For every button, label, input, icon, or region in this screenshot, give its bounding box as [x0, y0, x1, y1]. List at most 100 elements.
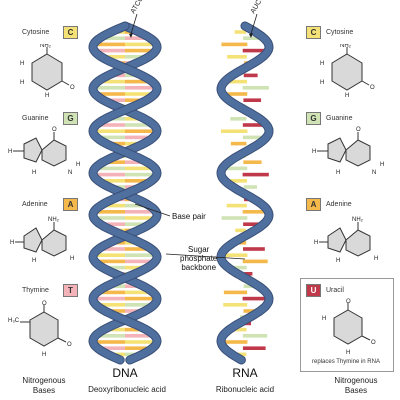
svg-text:O: O [356, 127, 361, 133]
base-name: Cytosine [22, 29, 50, 36]
dna-rung [125, 327, 147, 332]
dna-rung [96, 123, 125, 127]
base-name: Guanine [326, 115, 353, 122]
dna-rung [102, 265, 125, 270]
dna-rung [93, 216, 125, 220]
rna-rung [234, 30, 247, 34]
rna-rung [221, 42, 248, 47]
dna-rung [96, 135, 125, 140]
svg-text:H: H [380, 162, 384, 168]
right-legend-adenine: A Adenine [306, 198, 352, 211]
base-letter-badge: U [306, 284, 321, 297]
right-legend-guanine: G Guanine [306, 112, 352, 125]
svg-text:O: O [370, 85, 375, 91]
dna-rung [125, 36, 151, 40]
rna-top-arrow [250, 13, 258, 35]
dna-rung [125, 296, 157, 301]
right-caption: Nitrogenous Bases [334, 376, 378, 395]
svg-text:H: H [346, 350, 350, 356]
svg-text:H: H [312, 149, 316, 155]
svg-text:NH₂: NH₂ [340, 44, 352, 49]
guanine-structure-left: O H N H H [8, 127, 80, 176]
dna-rung [125, 98, 147, 102]
left-legend-thymine: Thymine T [22, 284, 78, 297]
rna-rung [242, 86, 269, 90]
dna-rung [95, 303, 125, 307]
rna-rung [229, 327, 247, 332]
base-name: Uracil [326, 287, 344, 294]
dna-rung [98, 247, 125, 251]
rna-rung [243, 185, 257, 189]
dna-rung [101, 55, 125, 59]
svg-text:H: H [8, 149, 12, 155]
rna-backbone [216, 21, 274, 365]
uracil-box [300, 278, 394, 372]
svg-text:O: O [67, 342, 72, 348]
rna-rung [221, 129, 248, 133]
dna-rung [125, 222, 150, 226]
dna-rung [96, 290, 125, 295]
dna-rung [125, 216, 157, 220]
rna-rung [243, 73, 258, 78]
dna-rung [94, 48, 125, 53]
base-name: Guanine [22, 115, 49, 122]
rna-title: RNA [232, 366, 258, 380]
dna-rung [125, 334, 155, 338]
dna-rung [125, 92, 155, 96]
svg-text:H₃C: H₃C [8, 318, 20, 324]
svg-text:N: N [68, 170, 72, 176]
dna-rung [94, 259, 125, 264]
dna-rung [125, 210, 157, 214]
rna-strand-a [217, 22, 273, 364]
base-pair-annotation: Base pair [172, 212, 206, 221]
rna-rung [242, 135, 267, 140]
base-name: Adenine [22, 201, 48, 208]
dna-strand-b [89, 22, 161, 364]
base-letter-badge: A [63, 198, 78, 211]
dna-rung [125, 166, 156, 171]
dna-rung [93, 129, 125, 133]
rna-rung [224, 179, 248, 183]
svg-text:H: H [314, 240, 318, 246]
base-letter-badge: C [306, 26, 321, 39]
dna-title: DNA [112, 366, 138, 380]
dna-backbone [88, 21, 162, 365]
rna-rung [222, 166, 248, 171]
rna-rung [242, 346, 266, 350]
dna-rung [125, 135, 154, 140]
dna-top-arrow [130, 13, 138, 35]
svg-text:H: H [10, 240, 14, 246]
rna-rung [228, 265, 247, 270]
dna-rung [98, 179, 125, 183]
svg-text:O: O [70, 85, 75, 91]
dna-rung [125, 42, 157, 47]
dna-rung [103, 98, 125, 102]
dna-rung [97, 79, 125, 84]
svg-text:H: H [336, 258, 340, 264]
dna-rung [125, 290, 154, 295]
left-legend-adenine: Adenine A [22, 198, 78, 211]
dna-rung [125, 203, 150, 208]
dna-rung [125, 265, 148, 270]
dna-rung [93, 340, 125, 344]
dna-rung [95, 92, 125, 96]
base-pair-pointer [134, 203, 171, 217]
cytosine-structure-right: NH₂ O H H H [320, 44, 375, 99]
dna-rung [93, 210, 125, 214]
cytosine-structure-left: NH₂ O H H H [20, 44, 75, 99]
base-letter-badge: G [306, 112, 321, 125]
rna-rung [242, 210, 269, 214]
dna-rung [93, 86, 125, 90]
rna-rung [230, 141, 247, 146]
dna-rung [102, 160, 125, 164]
svg-text:NH₂: NH₂ [40, 44, 52, 49]
dna-rung [125, 123, 154, 127]
rna-rung [243, 98, 262, 102]
dna-rung [99, 36, 125, 40]
dna-rung [125, 346, 153, 350]
rna-rung [224, 79, 248, 84]
dna-rung [125, 55, 149, 59]
left-legend-guanine: Guanine G [22, 112, 78, 125]
right-legend-uracil: U Uracil [306, 284, 344, 297]
